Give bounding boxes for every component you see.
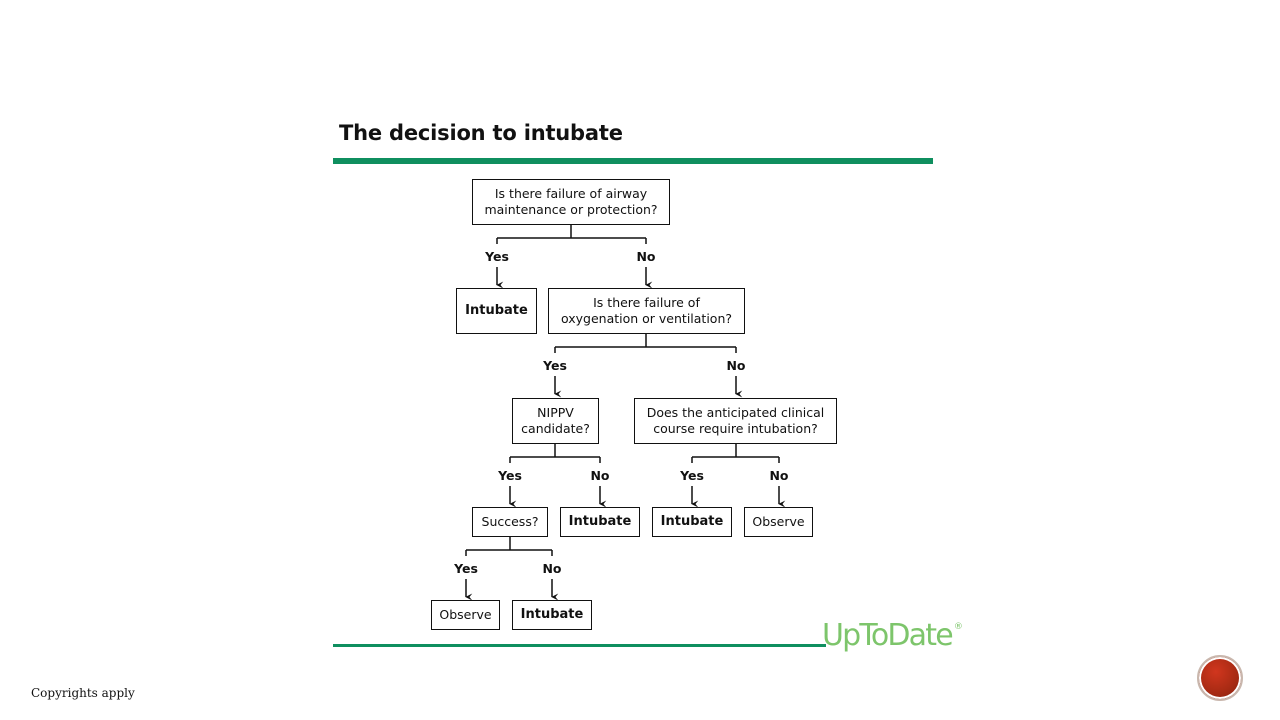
copyright-note: Copyrights apply <box>31 686 135 700</box>
label-oxygenation-no: No <box>726 358 746 373</box>
node-course-question: Does the anticipated clinical course req… <box>634 398 837 444</box>
node-intubate-nippv-no: Intubate <box>560 507 640 537</box>
label-airway-no: No <box>636 249 656 264</box>
connector-oxygenation <box>554 334 737 353</box>
node-observe-course-no: Observe <box>744 507 813 537</box>
slide-nav-button[interactable] <box>1197 655 1243 701</box>
node-success-question: Success? <box>472 507 548 537</box>
label-success-yes: Yes <box>454 561 478 576</box>
connector-nippv <box>509 444 601 463</box>
node-intubate-course-yes: Intubate <box>652 507 732 537</box>
title-divider <box>333 158 933 164</box>
label-nippv-no: No <box>590 468 610 483</box>
connector-course <box>691 444 780 463</box>
uptodate-logo: UpToDate® <box>822 618 963 653</box>
label-oxygenation-yes: Yes <box>543 358 567 373</box>
label-course-no: No <box>769 468 789 483</box>
connector-airway <box>496 225 647 244</box>
label-success-no: No <box>542 561 562 576</box>
node-nippv-question: NIPPV candidate? <box>512 398 599 444</box>
connector-success <box>465 537 553 556</box>
label-course-yes: Yes <box>680 468 704 483</box>
node-intubate-airway: Intubate <box>456 288 537 334</box>
node-oxygenation-question: Is there failure of oxygenation or venti… <box>548 288 745 334</box>
label-airway-yes: Yes <box>485 249 509 264</box>
node-observe-success-yes: Observe <box>431 600 500 630</box>
node-intubate-success-no: Intubate <box>512 600 592 630</box>
registered-mark: ® <box>953 622 963 632</box>
node-airway-question: Is there failure of airway maintenance o… <box>472 179 670 225</box>
footer-divider <box>333 644 826 647</box>
page-title: The decision to intubate <box>339 121 623 145</box>
label-nippv-yes: Yes <box>498 468 522 483</box>
logo-text: UpToDate <box>822 618 954 653</box>
